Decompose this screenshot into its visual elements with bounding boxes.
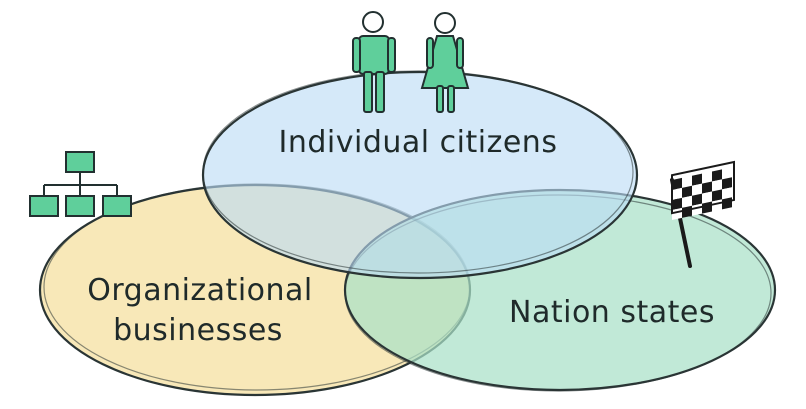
label-nation-states: Nation states <box>509 295 715 330</box>
flag-square <box>722 177 732 190</box>
flag-square <box>682 205 692 218</box>
flag-square <box>692 203 702 216</box>
label-individual-citizens: Individual citizens <box>279 125 558 160</box>
flag-square <box>722 197 732 210</box>
flag-square <box>672 207 682 220</box>
flag-square <box>702 201 712 214</box>
flag-square <box>702 191 712 204</box>
flag-square <box>682 185 692 198</box>
ellipse-individual-sketch <box>202 70 634 274</box>
woman-icon <box>420 12 470 113</box>
flag-square <box>672 197 682 210</box>
flag-square <box>692 193 702 206</box>
label-organizational-line2: businesses <box>113 313 283 348</box>
flag-square <box>672 187 682 200</box>
ellipse-individual <box>201 70 639 280</box>
label-organizational-line1: Organizational <box>87 273 313 308</box>
org-chart-icon <box>29 151 132 217</box>
checkered-flag-icon <box>670 160 735 268</box>
flag-square <box>722 167 732 180</box>
flag-square <box>712 199 722 212</box>
flag-square <box>712 179 722 192</box>
flag-square <box>672 177 682 190</box>
flag-square <box>712 169 722 182</box>
man-icon <box>352 11 396 113</box>
flag-square <box>702 171 712 184</box>
flag-square <box>692 173 702 186</box>
person-icons <box>352 11 470 113</box>
flag-square <box>692 183 702 196</box>
flag-square <box>682 175 692 188</box>
flag-square <box>722 187 732 200</box>
flag-square <box>712 189 722 202</box>
flag-square <box>682 195 692 208</box>
flag-square <box>702 181 712 194</box>
